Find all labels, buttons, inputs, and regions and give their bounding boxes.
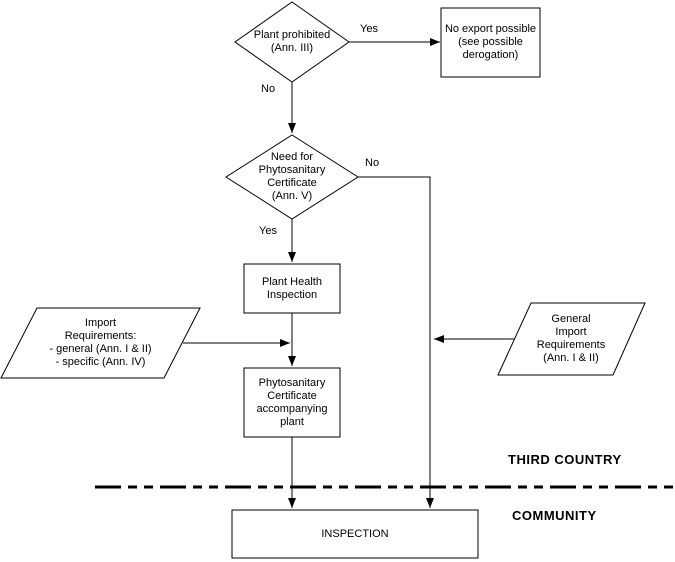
node-inspection-shape [231,509,479,559]
edge-label-prohibited-yes: Yes [360,23,378,35]
region-label-third-country: THIRD COUNTRY [508,452,622,467]
edge-label-certificate-yes: Yes [259,225,277,237]
node-general-import-requirements-label: General Import Requirements (Ann. I & II… [536,313,606,364]
decision-need-certificate-label: Need for Phytosanitary Certificate (Ann.… [258,151,326,202]
edge-label-certificate-no: No [365,157,380,169]
node-no-export-label: No export possible (see possible derogat… [444,23,537,61]
node-phytosanitary-certificate-shape [243,367,341,438]
node-general-import-requirements-shape [497,302,646,376]
node-inspection-label: INSPECTION [321,527,389,540]
node-no-export-shape [440,7,541,78]
decision-plant-prohibited-label: Plant prohibited (Ann. III) [253,29,331,54]
region-label-community: COMMUNITY [512,508,597,523]
decision-plant-prohibited-shape [234,1,350,83]
node-plant-health-inspection-shape [243,263,341,314]
node-phytosanitary-certificate-label: Phytosanitary Certificate accompanying p… [256,376,328,428]
node-import-requirements-shape [0,307,201,379]
node-plant-health-inspection-label: Plant Health Inspection [262,275,322,301]
node-import-requirements-label: Import Requirements: - general (Ann. I &… [49,317,152,368]
edge-label-prohibited-no: No [261,83,276,95]
decision-need-certificate-shape [225,134,359,220]
edge-certificate-no [358,176,434,508]
